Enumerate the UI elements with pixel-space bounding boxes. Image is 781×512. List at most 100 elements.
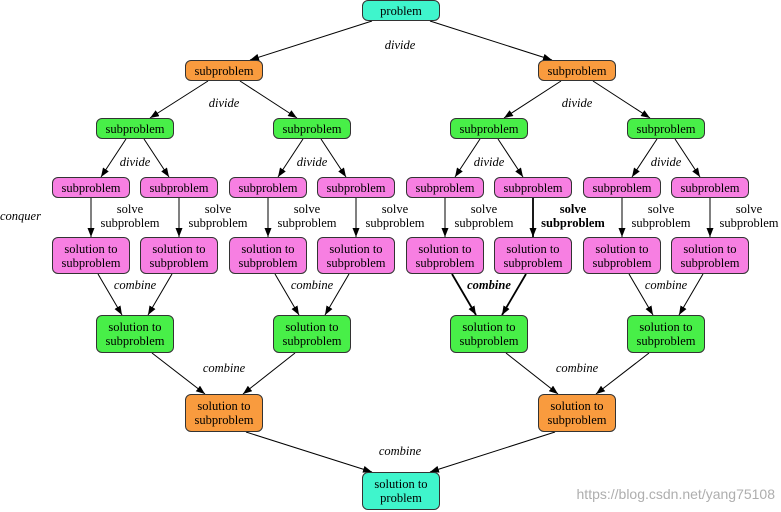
- node-label: subproblem: [415, 180, 475, 195]
- combine-arrow: [429, 431, 556, 473]
- divide-label: divide: [650, 155, 682, 169]
- solve-label-line2: subproblem: [188, 216, 248, 230]
- node-label-line2: subproblem: [326, 255, 386, 270]
- node-label-line2: subproblem: [149, 255, 209, 270]
- solve-label-line2: subproblem: [277, 216, 337, 230]
- solve-label-line2: subproblem: [100, 216, 160, 230]
- node-label-line2: subproblem: [61, 255, 121, 270]
- divide-label: divide: [473, 155, 505, 169]
- solve-label-line2: subproblem: [454, 216, 514, 230]
- node-label: subproblem: [326, 180, 386, 195]
- node-label-line1: solution to: [241, 241, 295, 256]
- combine-arrow: [274, 273, 300, 316]
- node-label-line2: subproblem: [547, 413, 607, 427]
- divide-arrow: [631, 138, 658, 178]
- divide-arrow: [592, 80, 651, 119]
- combine-label: combine: [378, 444, 422, 458]
- node-label: subproblem: [459, 121, 519, 136]
- divide-arrow: [497, 138, 524, 178]
- subproblem-node-level3: subproblem: [583, 177, 661, 198]
- divide-label: divide: [561, 96, 593, 110]
- subproblem-node-level2: subproblem: [450, 118, 528, 139]
- node-label-line2: subproblem: [415, 255, 475, 270]
- node-label-line1: solution to: [64, 241, 118, 256]
- node-label-line1: solution to: [152, 241, 206, 256]
- subproblem-node-level3: subproblem: [229, 177, 307, 198]
- node-label-line2: subproblem: [636, 334, 696, 348]
- node-label-line2: subproblem: [459, 334, 519, 348]
- combine-arrow: [242, 352, 296, 395]
- subproblem-node-level2: subproblem: [627, 118, 705, 139]
- node-label-line1: solution to: [550, 399, 604, 413]
- node-label-line2: subproblem: [194, 413, 254, 427]
- divide-label: divide: [208, 96, 240, 110]
- solve-label-line1: solve: [204, 202, 232, 216]
- combine-label: combine: [467, 278, 511, 292]
- node-label: problem: [380, 3, 422, 18]
- conquer-label: conquer: [0, 209, 41, 223]
- combine-arrow: [97, 273, 123, 316]
- combine-arrow: [324, 273, 350, 316]
- combine-label: combine: [202, 361, 246, 375]
- node-label-line2: subproblem: [105, 334, 165, 348]
- solve-label-line2: subproblem: [365, 216, 425, 230]
- node-label: subproblem: [238, 180, 298, 195]
- combine-label: combine: [113, 278, 157, 292]
- node-label-line2: subproblem: [238, 255, 298, 270]
- divide-arrow: [429, 20, 553, 61]
- node-label-line2: problem: [380, 491, 422, 505]
- node-label: subproblem: [149, 180, 209, 195]
- combine-label: combine: [290, 278, 334, 292]
- divide-arrow: [143, 138, 170, 178]
- problem-node: problem: [362, 0, 440, 21]
- combine-arrow: [595, 352, 650, 395]
- solve-label-line1: solve: [293, 202, 321, 216]
- subproblem-node-level3: subproblem: [494, 177, 572, 198]
- node-label: subproblem: [636, 121, 696, 136]
- divide-label: divide: [119, 155, 151, 169]
- divide-arrow: [277, 138, 304, 178]
- subproblem-node-level2: subproblem: [96, 118, 174, 139]
- node-label: subproblem: [592, 180, 652, 195]
- combine-label: combine: [555, 361, 599, 375]
- node-label-line1: solution to: [329, 241, 383, 256]
- node-label-line1: solution to: [462, 320, 516, 334]
- subproblem-node-level2: subproblem: [273, 118, 351, 139]
- node-label-line1: solution to: [683, 241, 737, 256]
- combine-arrow: [245, 431, 373, 473]
- node-label: subproblem: [547, 63, 607, 78]
- solve-label-line2: subproblem: [541, 216, 605, 230]
- combine-arrow: [501, 273, 527, 316]
- subproblem-node-level3: subproblem: [52, 177, 130, 198]
- subproblem-node-level3: subproblem: [671, 177, 749, 198]
- divide-arrow: [100, 138, 127, 178]
- divide-label: divide: [384, 38, 416, 52]
- node-label-line1: solution to: [285, 320, 339, 334]
- node-label: subproblem: [194, 63, 254, 78]
- node-label-line1: solution to: [197, 399, 251, 413]
- divide-arrow: [454, 138, 481, 178]
- solve-label-line1: solve: [381, 202, 409, 216]
- combine-label: combine: [644, 278, 688, 292]
- node-label: subproblem: [61, 180, 121, 195]
- node-label-line1: solution to: [108, 320, 162, 334]
- solve-label-line1: solve: [735, 202, 763, 216]
- node-label-line2: subproblem: [592, 255, 652, 270]
- solve-label-line1: solve: [647, 202, 675, 216]
